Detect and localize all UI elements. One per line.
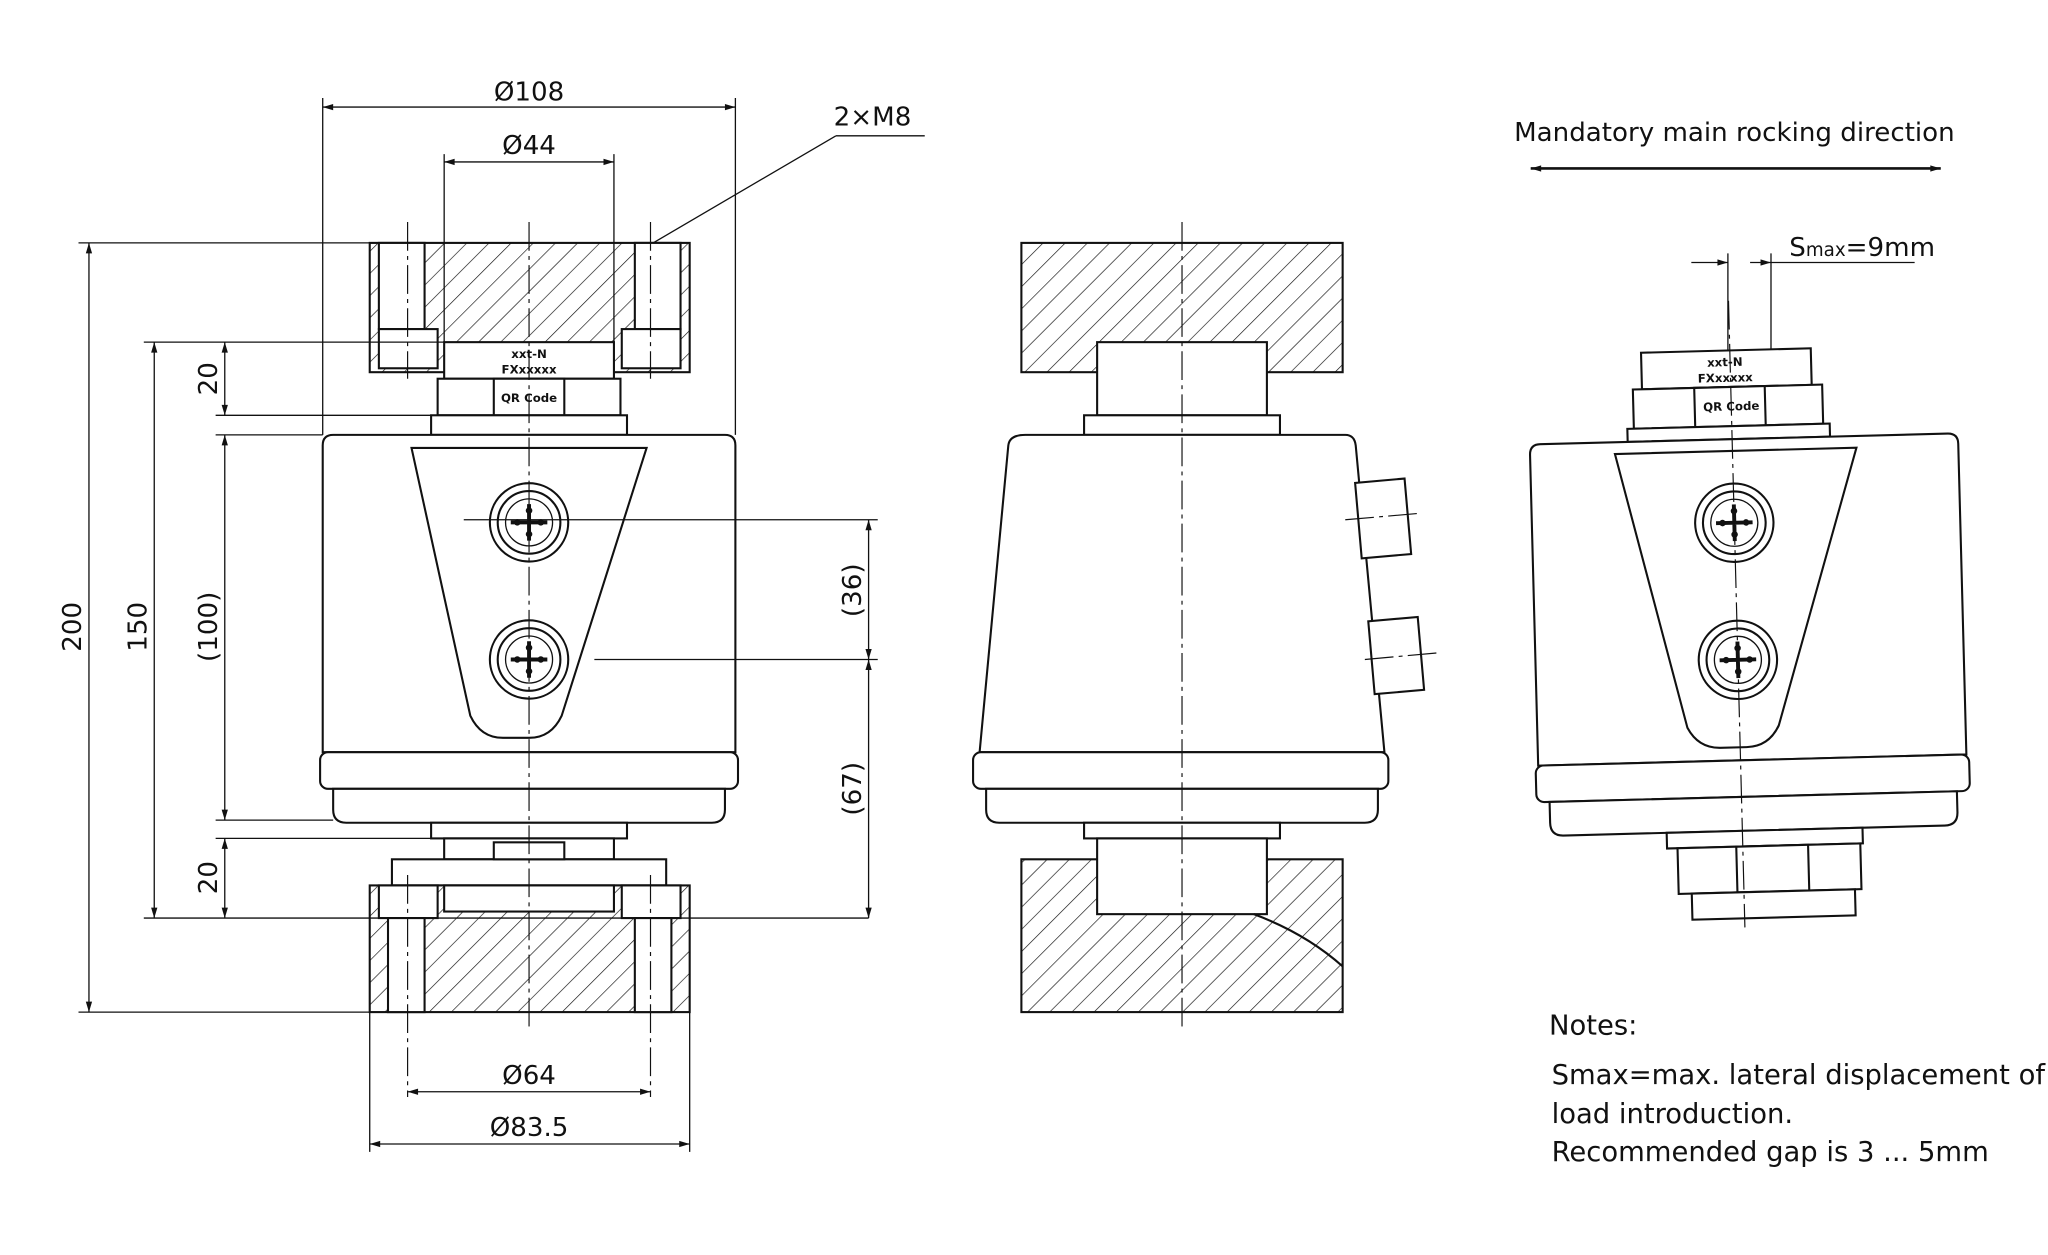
dim-height-200: 200 bbox=[58, 602, 88, 652]
model-label: xxt-N bbox=[1707, 355, 1743, 370]
dim-height-36: (36) bbox=[838, 563, 868, 617]
notes-line: Smax=max. lateral displacement of bbox=[1552, 1060, 2047, 1091]
smax-label: Smax=9mm bbox=[1789, 233, 1935, 263]
notes-line: load introduction. bbox=[1552, 1099, 1794, 1130]
notes-line: Recommended gap is 3 ... 5mm bbox=[1552, 1137, 1989, 1168]
front-view: xxt-N FXxxxxx QR Code bbox=[58, 78, 925, 1152]
rocking-view: Mandatory main rocking direction Smax=9m… bbox=[1514, 118, 1971, 928]
dim-height-20-top: 20 bbox=[194, 362, 224, 395]
dim-diameter-64: Ø64 bbox=[502, 1061, 556, 1091]
serial-label: FXxxxxx bbox=[1698, 370, 1754, 385]
dim-height-150: 150 bbox=[123, 602, 153, 652]
dim-height-100: (100) bbox=[194, 592, 224, 662]
dim-diameter-108: Ø108 bbox=[494, 78, 564, 108]
dim-diameter-83-5: Ø83.5 bbox=[490, 1113, 569, 1143]
dim-height-67: (67) bbox=[838, 762, 868, 816]
notes-heading: Notes: bbox=[1549, 1010, 1637, 1041]
dim-thread: 2×M8 bbox=[834, 102, 912, 132]
dim-height-20-bottom: 20 bbox=[194, 861, 224, 894]
dim-diameter-44: Ø44 bbox=[502, 131, 556, 161]
notes: Notes: Smax=max. lateral displacement of… bbox=[1549, 1010, 2046, 1168]
side-view bbox=[972, 222, 1437, 1032]
rocking-direction-label: Mandatory main rocking direction bbox=[1514, 118, 1955, 148]
